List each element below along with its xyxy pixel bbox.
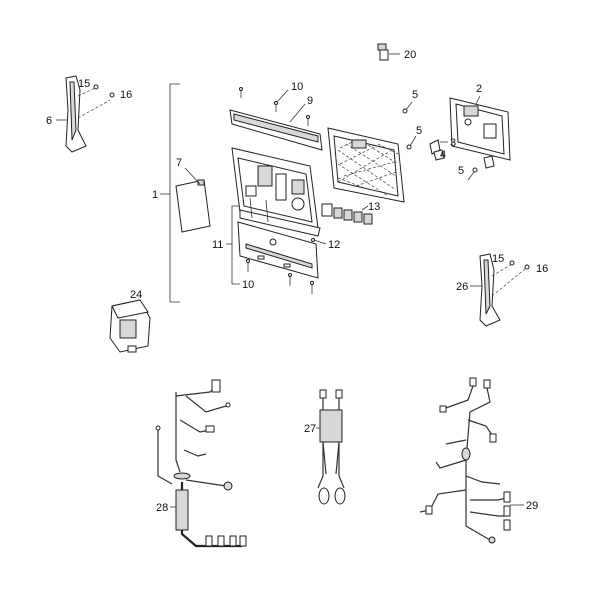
- callout-6: 6: [46, 115, 52, 127]
- part-24-box: [109, 299, 151, 353]
- callout-16-left: 16: [120, 89, 132, 101]
- callout-15-left: 15: [78, 78, 90, 90]
- part-29-harness: [419, 377, 524, 544]
- part-28-harness: [155, 379, 247, 548]
- callout-16-right: 16: [536, 263, 548, 275]
- callout-labels: 20 15 16 6 10 9 2 5 5 3 4 5 7 1 13 11 12…: [46, 49, 548, 514]
- callout-13: 13: [368, 201, 380, 213]
- callout-1: 1: [152, 189, 158, 201]
- part-7-cover-panel: [175, 167, 211, 233]
- part-13-connectors: [321, 203, 373, 225]
- part-9-top-trim: [229, 103, 323, 151]
- group-1-bracket: [160, 83, 180, 303]
- callout-10-top: 10: [291, 81, 303, 93]
- part-6-side-bracket: [56, 75, 115, 153]
- callout-7: 7: [176, 157, 182, 169]
- part-10-screws-bottom: [246, 259, 314, 294]
- callout-5-mid: 5: [416, 125, 422, 137]
- part-12-screw: [311, 238, 327, 245]
- callout-9: 9: [307, 95, 313, 107]
- callout-12: 12: [328, 239, 340, 251]
- callout-20: 20: [404, 49, 416, 61]
- callout-5-low: 5: [458, 165, 464, 177]
- part-26-side-bracket: [470, 253, 530, 327]
- part-3-4-clips: [429, 139, 495, 169]
- part-11-front-panel: [237, 221, 319, 279]
- part-10-screws-top: [239, 87, 310, 126]
- callout-4: 4: [440, 149, 446, 161]
- part-27-wire-pair: [316, 389, 346, 505]
- callout-10-bottom: 10: [242, 279, 254, 291]
- callout-29: 29: [526, 500, 538, 512]
- callout-11: 11: [212, 239, 223, 251]
- part-5-screws: [402, 101, 478, 181]
- callout-3: 3: [450, 137, 456, 149]
- callout-15-right: 15: [492, 253, 504, 265]
- callout-28: 28: [156, 502, 168, 514]
- callout-24: 24: [130, 289, 142, 301]
- callout-26: 26: [456, 281, 468, 293]
- callout-5-top: 5: [412, 89, 418, 101]
- callout-27: 27: [304, 423, 316, 435]
- main-control-chassis: [231, 147, 321, 237]
- group-11-bracket: [226, 205, 240, 285]
- part-2-housing: [449, 95, 511, 161]
- callout-2: 2: [476, 83, 482, 95]
- part-20-clip: [377, 43, 400, 61]
- grid-back-plate: [327, 127, 405, 203]
